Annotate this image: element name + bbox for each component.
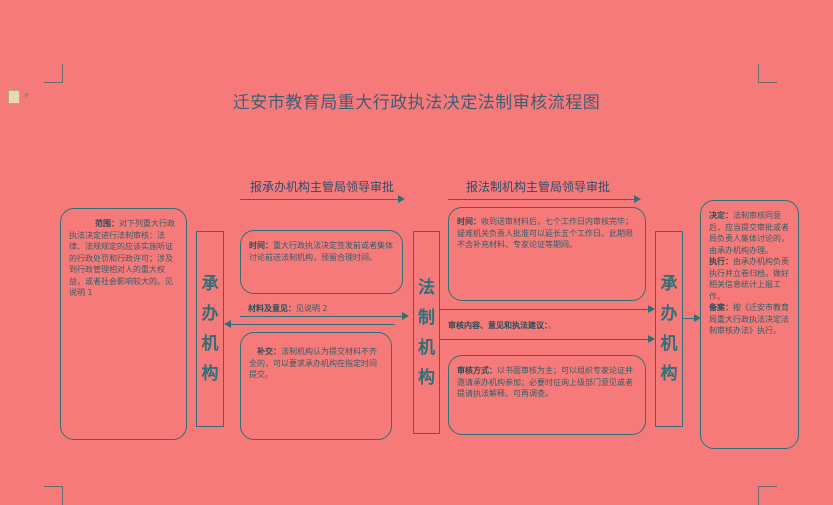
decision-box: 决定：法制审核同意后，应当提交审批或者局负责人集体讨论的，由承办机构办理。 执行… xyxy=(700,200,799,449)
decision-text: 法制审核同意后，应当提交审批或者局负责人集体讨论的，由承办机构办理。 xyxy=(709,211,789,255)
decision-label: 决定： xyxy=(709,211,733,220)
review-content-value: 。 xyxy=(548,321,556,330)
materials-text: 材料及意见：见说明 2 xyxy=(248,303,328,314)
page-corner-top-right xyxy=(758,64,777,83)
review-content-text: 审核内容、意见和执法建议：。 xyxy=(448,320,556,331)
supplement-box: 补交：法制机构认为提交材料不齐全的，可以要求承办机构在指定时间提交。 xyxy=(240,332,392,440)
supplement-label: 补交： xyxy=(257,347,281,356)
supplement-text: 法制机构认为提交材料不齐全的，可以要求承办机构在指定时间提交。 xyxy=(249,347,377,379)
top-label-2: 报法制机构主管局领导审批 xyxy=(466,180,611,194)
materials-value: 见说明 2 xyxy=(296,304,328,313)
review-arrow-line-top xyxy=(440,309,648,310)
filing-text: 按《迁安市教育局重大行政执法决定法制审核办法》执行。 xyxy=(709,303,789,335)
time-box-left: 时间：重大行政执法决定签发前或者集体讨论前送法制机构，预留合理时间。 xyxy=(240,230,403,294)
top-label-1: 报承办机构主管局领导审批 xyxy=(250,180,395,194)
page-corner-top-left xyxy=(44,64,63,83)
review-content-label: 审核内容、意见和执法建议： xyxy=(448,321,548,330)
document-icon[interactable] xyxy=(8,90,20,104)
page-corner-bottom-right xyxy=(758,486,777,505)
scope-label: 范围： xyxy=(95,219,119,228)
time-left-label: 时间： xyxy=(249,241,273,250)
top-arrow-line-1 xyxy=(240,199,398,200)
method-box: 审核方式：以书面审核为主；可以组织专家论证并邀请承办机构参加；必要时征询上级部门… xyxy=(448,355,646,435)
decision-arrow-line xyxy=(683,318,694,319)
materials-arrow-head xyxy=(402,312,409,320)
return-arrow-line xyxy=(231,324,395,325)
materials-arrow-line xyxy=(240,316,402,317)
node-left: 承办机构 xyxy=(196,231,224,427)
time-box-right: 时间：收到送审材料后，七个工作日内审核完毕；疑难机关负责人批准可以延长五个工作日… xyxy=(448,207,646,301)
time-right-text: 收到送审材料后，七个工作日内审核完毕；疑难机关负责人批准可以延长五个工作日。此期… xyxy=(457,217,633,249)
decision-arrow-head xyxy=(694,314,701,322)
scope-box: 范围：对下列重大行政执法决定进行法制审核：法律、法规规定的应该实施听证的行政处罚… xyxy=(60,208,187,440)
materials-label: 材料及意见： xyxy=(248,304,296,313)
execute-text: 由承办机构负责执行并立卷归档，做好相关信息统计上报工作。 xyxy=(709,257,789,301)
review-arrow-line-bottom xyxy=(440,339,648,340)
time-right-label: 时间： xyxy=(457,217,481,226)
filing-label: 备案： xyxy=(709,303,733,312)
node-middle: 法制机构 xyxy=(413,231,440,434)
execute-label: 执行： xyxy=(709,257,733,266)
scope-text: 对下列重大行政执法决定进行法制审核：法律、法规规定的应该实施听证的行政处罚和行政… xyxy=(69,219,175,297)
top-arrow-line-2 xyxy=(448,199,634,200)
method-text: 以书面审核为主；可以组织专家论证并邀请承办机构参加；必要时征询上级部门意见或者提… xyxy=(457,366,633,398)
time-left-text: 重大行政执法决定签发前或者集体讨论前送法制机构，预留合理时间。 xyxy=(249,241,393,262)
top-arrow-head-1 xyxy=(398,195,405,203)
method-label: 审核方式： xyxy=(457,366,497,375)
page-title: 迁安市教育局重大行政执法决定法制审核流程图 xyxy=(232,93,601,113)
page-corner-bottom-left xyxy=(44,486,63,505)
return-arrow-head xyxy=(224,320,231,328)
node-right: 承办机构 xyxy=(655,231,683,427)
top-arrow-head-2 xyxy=(634,195,641,203)
review-arrow-head-top xyxy=(648,305,655,313)
dropdown-arrow-icon[interactable]: ▾ xyxy=(24,91,29,101)
review-arrow-head-bottom xyxy=(648,335,655,343)
